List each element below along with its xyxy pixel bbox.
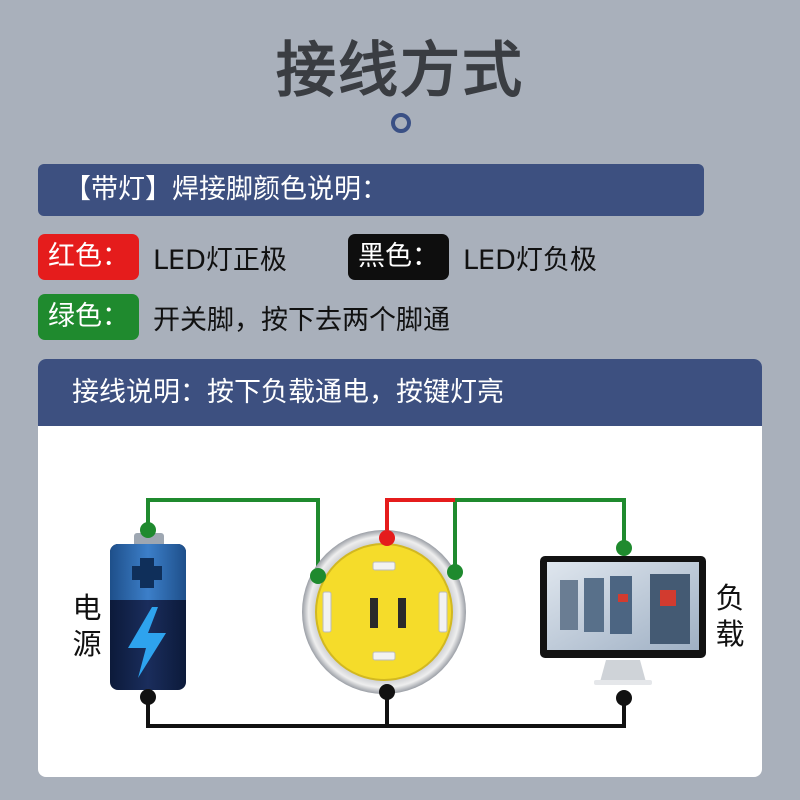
color-legend-banner: 【带灯】焊接脚颜色说明： — [38, 164, 704, 216]
legend-tag-red: 红色： — [38, 234, 139, 280]
push-button-switch-icon — [302, 530, 466, 694]
load-label-char-2: 载 — [715, 617, 745, 651]
power-label-char-2: 源 — [72, 627, 102, 661]
lightning-bolt-icon — [128, 607, 166, 678]
legend-tag-black: 黑色： — [348, 234, 449, 280]
power-label-char-1: 电 — [72, 591, 102, 625]
legend-tag-green: 绿色： — [38, 294, 139, 340]
wire-red-led-positive — [385, 498, 455, 538]
battery-icon — [110, 533, 186, 690]
power-source-label: 电 源 — [70, 590, 104, 662]
legend-row-green: 绿色： 开关脚，按下去两个脚通 — [38, 294, 450, 340]
legend-desc-red: LED灯正极 — [153, 244, 287, 276]
legend-row-red: 红色： LED灯正极 — [38, 234, 287, 280]
connection-dots — [140, 522, 632, 706]
legend-desc-green: 开关脚，按下去两个脚通 — [153, 304, 450, 336]
page-title: 接线方式 — [276, 36, 524, 106]
wire-green-battery-to-switch — [146, 498, 320, 576]
load-label: 负 载 — [713, 580, 747, 652]
wiring-panel-header: 接线说明：按下负载通电，按键灯亮 — [38, 359, 762, 426]
legend-row-black: 黑色： LED灯负极 — [348, 234, 597, 280]
monitor-icon — [540, 556, 706, 685]
wire-green-switch-to-load — [453, 498, 626, 572]
legend-desc-black: LED灯负极 — [463, 244, 597, 276]
title-ring-decoration — [391, 113, 411, 133]
load-label-char-1: 负 — [715, 581, 745, 615]
